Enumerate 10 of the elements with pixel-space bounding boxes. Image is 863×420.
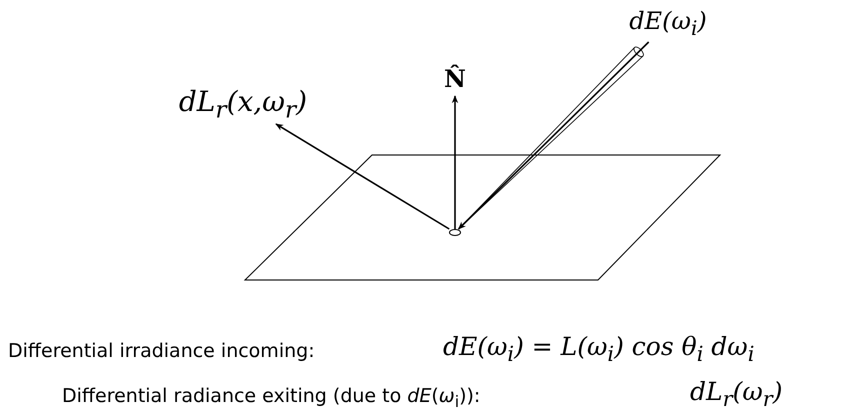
- formula: dE(ω$_{i}$) = L(ω$_{i}$) cos θ$_{i}$ dω$_{i}$: [443, 332, 754, 366]
- formula: dL$_{r}$(ω$_{r}$): [690, 377, 782, 411]
- surface-point: [449, 229, 461, 236]
- arrow: [452, 95, 458, 229]
- normal-vector-label: N̂: [444, 64, 466, 92]
- caption-text: Differential irradiance incoming:: [8, 340, 315, 362]
- math-label: dL$_{r}$(x,ω$_{r}$): [178, 84, 308, 124]
- caption-text: Differential radiance exiting (due to dE(ω$_{i}$)):: [62, 385, 480, 411]
- math-label: dE(ω$_{i}$): [629, 6, 707, 40]
- arrow: [275, 123, 450, 230]
